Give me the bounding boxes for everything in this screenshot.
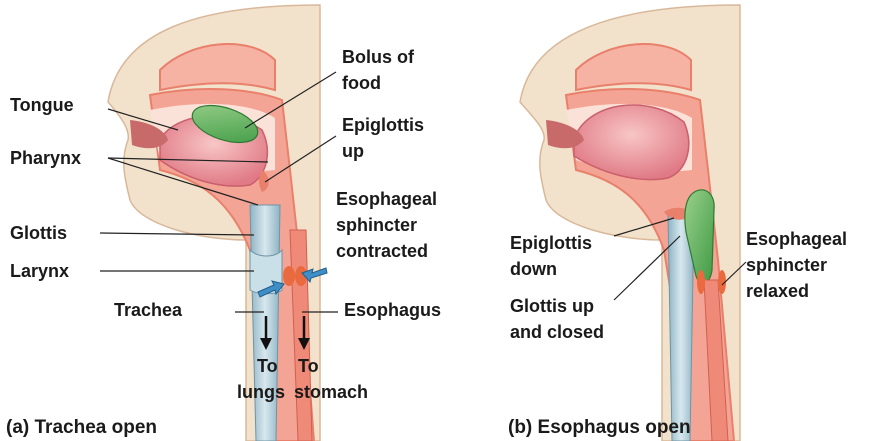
label-epiglottis-b-1: Epiglottis <box>510 233 592 253</box>
label-bolus-2: food <box>342 73 381 93</box>
label-to-stomach-2: stomach <box>294 382 368 402</box>
label-tongue: Tongue <box>10 95 74 115</box>
label-epiglottis-1: Epiglottis <box>342 115 424 135</box>
panel-a: Tongue Pharynx Glottis Larynx Trachea Bo… <box>6 5 441 441</box>
panel-b: Epiglottis down Glottis up and closed Es… <box>508 5 847 441</box>
label-esophagus: Esophagus <box>344 300 441 320</box>
label-trachea: Trachea <box>114 300 183 320</box>
label-bolus-1: Bolus of <box>342 47 415 67</box>
label-sphincter-3: contracted <box>336 241 428 261</box>
label-sphincter-b-2: sphincter <box>746 255 827 275</box>
label-larynx: Larynx <box>10 261 69 281</box>
label-to-lungs-1: To <box>257 356 278 376</box>
caption-a: (a) Trachea open <box>6 417 157 438</box>
label-glottis-b-2: and closed <box>510 322 604 342</box>
label-glottis: Glottis <box>10 223 67 243</box>
label-to-stomach-1: To <box>298 356 319 376</box>
label-sphincter-2: sphincter <box>336 215 417 235</box>
label-epiglottis-b-2: down <box>510 259 557 279</box>
label-epiglottis-2: up <box>342 141 364 161</box>
sphincter-left-a <box>283 266 295 286</box>
label-sphincter-1: Esophageal <box>336 189 437 209</box>
label-glottis-b-1: Glottis up <box>510 296 594 316</box>
caption-b: (b) Esophagus open <box>508 417 691 438</box>
sphincter-left-b <box>697 270 705 294</box>
label-sphincter-b-1: Esophageal <box>746 229 847 249</box>
label-pharynx: Pharynx <box>10 148 81 168</box>
label-sphincter-b-3: relaxed <box>746 281 809 301</box>
label-to-lungs-2: lungs <box>237 382 285 402</box>
